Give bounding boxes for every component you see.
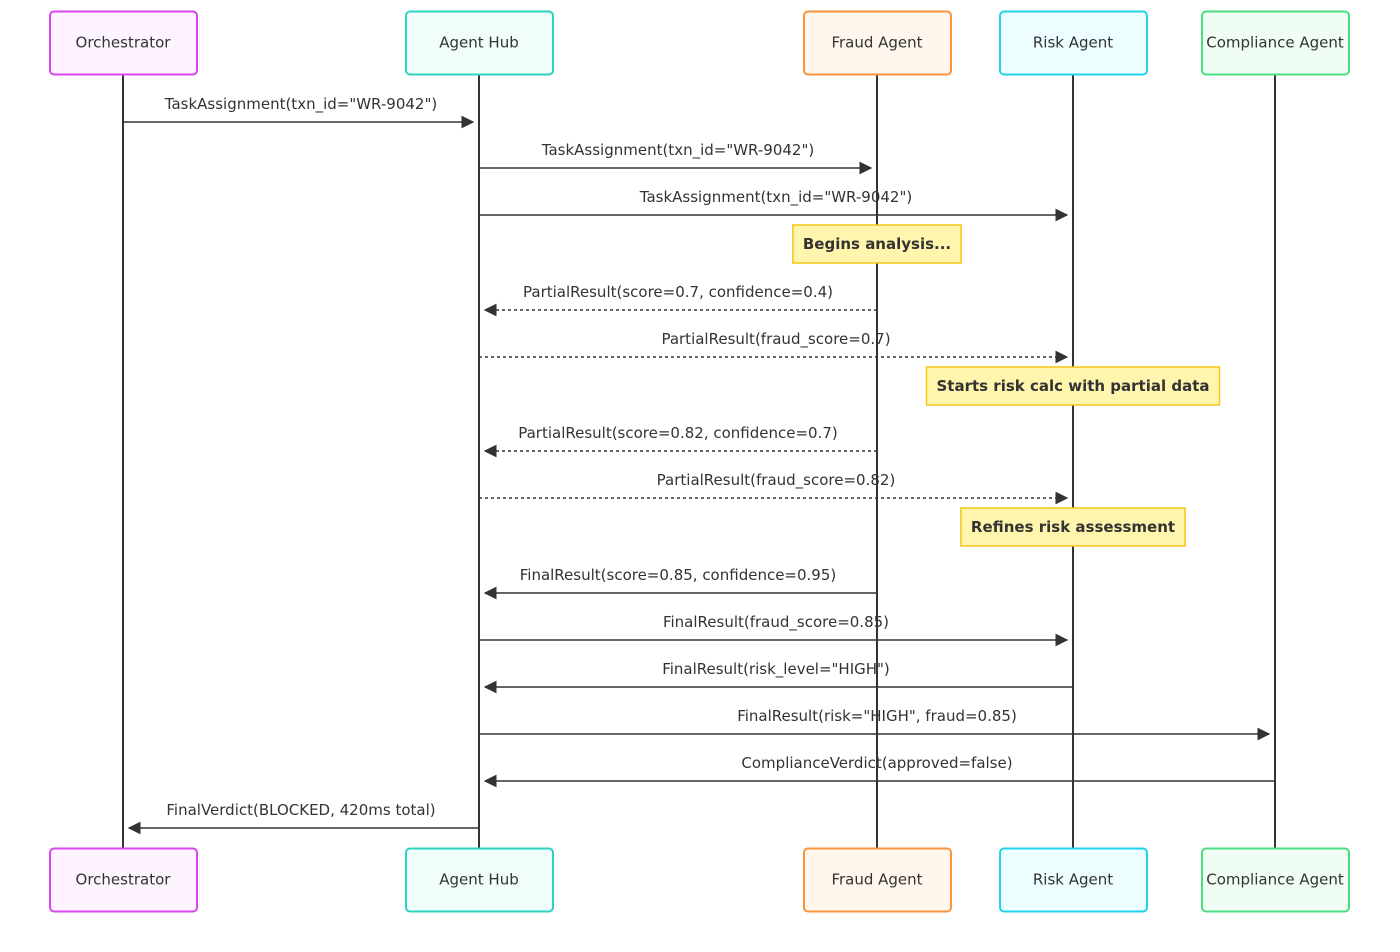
note-3: Begins analysis... bbox=[792, 224, 962, 264]
actor-risk-bottom: Risk Agent bbox=[999, 847, 1148, 913]
actor-box bbox=[803, 10, 952, 76]
actor-box bbox=[999, 10, 1148, 76]
note-label: Refines risk assessment bbox=[971, 518, 1175, 536]
message-12: FinalResult(risk_level="HIGH") bbox=[483, 660, 1073, 694]
message-15: FinalVerdict(BLOCKED, 420ms total) bbox=[127, 801, 479, 835]
actor-label: Orchestrator bbox=[76, 871, 172, 889]
actor-hub-bottom: Agent Hub bbox=[405, 847, 554, 913]
note-box bbox=[925, 366, 1221, 406]
actor-compliance-top: Compliance Agent bbox=[1201, 10, 1350, 76]
message-4: PartialResult(score=0.7, confidence=0.4) bbox=[483, 283, 877, 317]
message-label: FinalResult(fraud_score=0.85) bbox=[663, 613, 889, 632]
message-2: TaskAssignment(txn_id="WR-9042") bbox=[479, 188, 1069, 222]
actor-box bbox=[405, 10, 554, 76]
message-13: FinalResult(risk="HIGH", fraud=0.85) bbox=[479, 707, 1271, 741]
message-10: FinalResult(score=0.85, confidence=0.95) bbox=[483, 566, 877, 600]
actor-fraud-top: Fraud Agent bbox=[803, 10, 952, 76]
actor-label: Compliance Agent bbox=[1206, 34, 1344, 52]
note-9: Refines risk assessment bbox=[960, 507, 1186, 547]
actor-label: Fraud Agent bbox=[831, 871, 922, 889]
note-label: Begins analysis... bbox=[803, 235, 951, 253]
message-8: PartialResult(fraud_score=0.82) bbox=[479, 471, 1069, 505]
actor-fraud-bottom: Fraud Agent bbox=[803, 847, 952, 913]
message-14: ComplianceVerdict(approved=false) bbox=[483, 754, 1275, 788]
actor-risk-top: Risk Agent bbox=[999, 10, 1148, 76]
message-label: PartialResult(fraud_score=0.82) bbox=[657, 471, 896, 490]
message-1: TaskAssignment(txn_id="WR-9042") bbox=[479, 141, 873, 175]
note-6: Starts risk calc with partial data bbox=[925, 366, 1221, 406]
actor-label: Fraud Agent bbox=[831, 34, 922, 52]
actor-box bbox=[405, 847, 554, 913]
message-label: PartialResult(score=0.7, confidence=0.4) bbox=[523, 283, 833, 301]
actor-box bbox=[1201, 847, 1350, 913]
actor-hub-top: Agent Hub bbox=[405, 10, 554, 76]
actor-orchestrator-bottom: Orchestrator bbox=[49, 847, 198, 913]
message-label: PartialResult(fraud_score=0.7) bbox=[661, 330, 890, 349]
message-label: FinalResult(score=0.85, confidence=0.95) bbox=[520, 566, 837, 584]
message-label: ComplianceVerdict(approved=false) bbox=[741, 754, 1012, 772]
note-label: Starts risk calc with partial data bbox=[936, 377, 1209, 395]
actor-label: Orchestrator bbox=[76, 34, 172, 52]
message-0: TaskAssignment(txn_id="WR-9042") bbox=[123, 95, 475, 129]
actor-label: Risk Agent bbox=[1033, 34, 1113, 52]
actor-orchestrator-top: Orchestrator bbox=[49, 10, 198, 76]
actor-label: Compliance Agent bbox=[1206, 871, 1344, 889]
note-box bbox=[960, 507, 1186, 547]
message-label: TaskAssignment(txn_id="WR-9042") bbox=[164, 95, 437, 114]
actor-compliance-bottom: Compliance Agent bbox=[1201, 847, 1350, 913]
message-label: TaskAssignment(txn_id="WR-9042") bbox=[639, 188, 912, 207]
actor-label: Risk Agent bbox=[1033, 871, 1113, 889]
message-label: PartialResult(score=0.82, confidence=0.7… bbox=[518, 424, 838, 442]
message-11: FinalResult(fraud_score=0.85) bbox=[479, 613, 1069, 647]
actor-box bbox=[49, 847, 198, 913]
message-label: FinalResult(risk_level="HIGH") bbox=[662, 660, 890, 679]
actor-box bbox=[49, 10, 198, 76]
note-box bbox=[792, 224, 962, 264]
message-label: TaskAssignment(txn_id="WR-9042") bbox=[541, 141, 814, 160]
message-7: PartialResult(score=0.82, confidence=0.7… bbox=[483, 424, 877, 458]
actor-box bbox=[1201, 10, 1350, 76]
actor-box bbox=[999, 847, 1148, 913]
message-label: FinalVerdict(BLOCKED, 420ms total) bbox=[166, 801, 435, 819]
message-5: PartialResult(fraud_score=0.7) bbox=[479, 330, 1069, 364]
actor-box bbox=[803, 847, 952, 913]
message-label: FinalResult(risk="HIGH", fraud=0.85) bbox=[737, 707, 1017, 725]
actor-label: Agent Hub bbox=[439, 34, 518, 52]
actor-label: Agent Hub bbox=[439, 871, 518, 889]
